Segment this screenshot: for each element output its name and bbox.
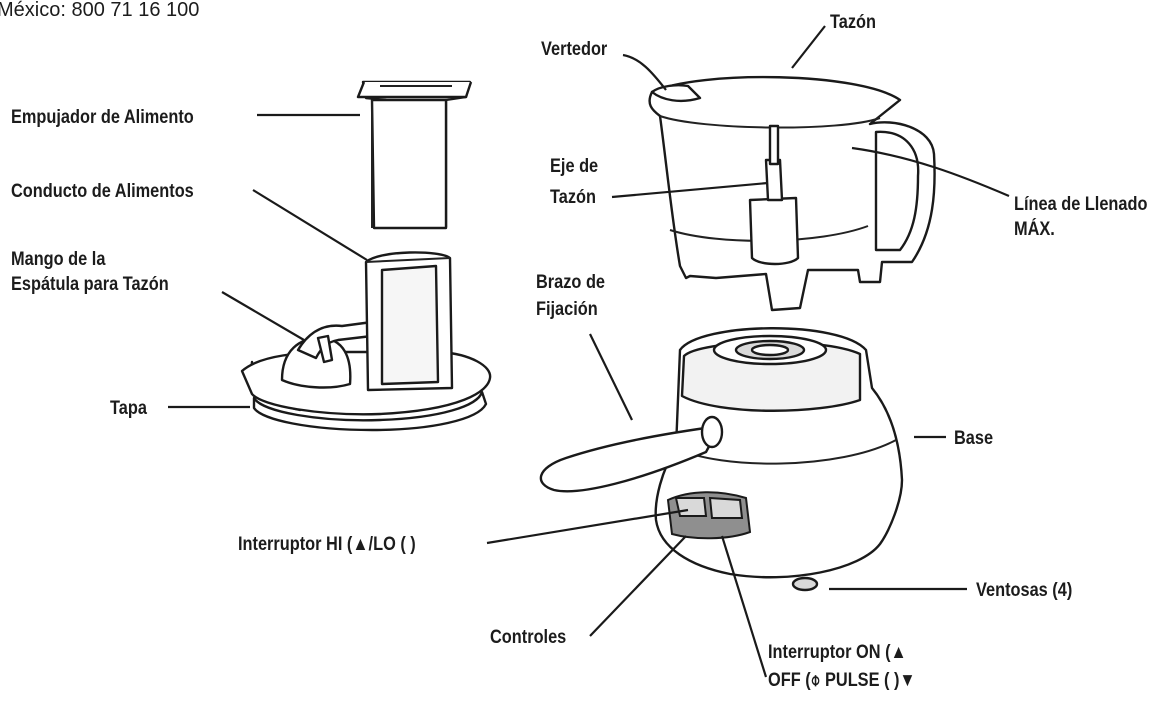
- label-tapa: Tapa: [110, 398, 147, 419]
- label-interruptor-hi-lo: Interruptor HI (▲/LO ( ): [238, 534, 416, 555]
- label-eje-line2: Tazón: [550, 187, 596, 208]
- label-conducto-de-alimentos: Conducto de Alimentos: [11, 181, 194, 202]
- label-interruptor-on-line2: OFF (⌽ PULSE ( )▼: [768, 670, 916, 691]
- label-brazo-de-fijacion-line2: Fijación: [536, 299, 598, 320]
- label-mango-espatula-line2: Espátula para Tazón: [11, 274, 169, 295]
- label-mango-espatula-line1: Mango de la: [11, 249, 106, 270]
- label-interruptor-on-line1: Interruptor ON (▲: [768, 642, 907, 663]
- label-linea-de-llenado-line1: Línea de Llenado: [1014, 194, 1148, 215]
- label-brazo-de-fijacion-line1: Brazo de: [536, 272, 606, 293]
- phone-number-header: México: 800 71 16 100: [0, 0, 200, 21]
- label-tazon: Tazón: [830, 12, 876, 33]
- bowl-drawing: [648, 75, 936, 312]
- label-base: Base: [954, 428, 994, 449]
- base-drawing: [539, 327, 904, 592]
- food-pusher-drawing: [356, 80, 473, 230]
- lid-drawing: [240, 251, 492, 432]
- label-empujador-de-alimento: Empujador de Alimento: [11, 107, 194, 128]
- label-linea-de-llenado-line2: MÁX.: [1014, 219, 1055, 240]
- leader-lines: [168, 25, 1010, 678]
- label-ventosas: Ventosas (4): [976, 580, 1073, 601]
- label-eje-line1: Eje de: [550, 156, 599, 177]
- label-vertedor: Vertedor: [541, 39, 608, 60]
- label-controles: Controles: [490, 627, 567, 648]
